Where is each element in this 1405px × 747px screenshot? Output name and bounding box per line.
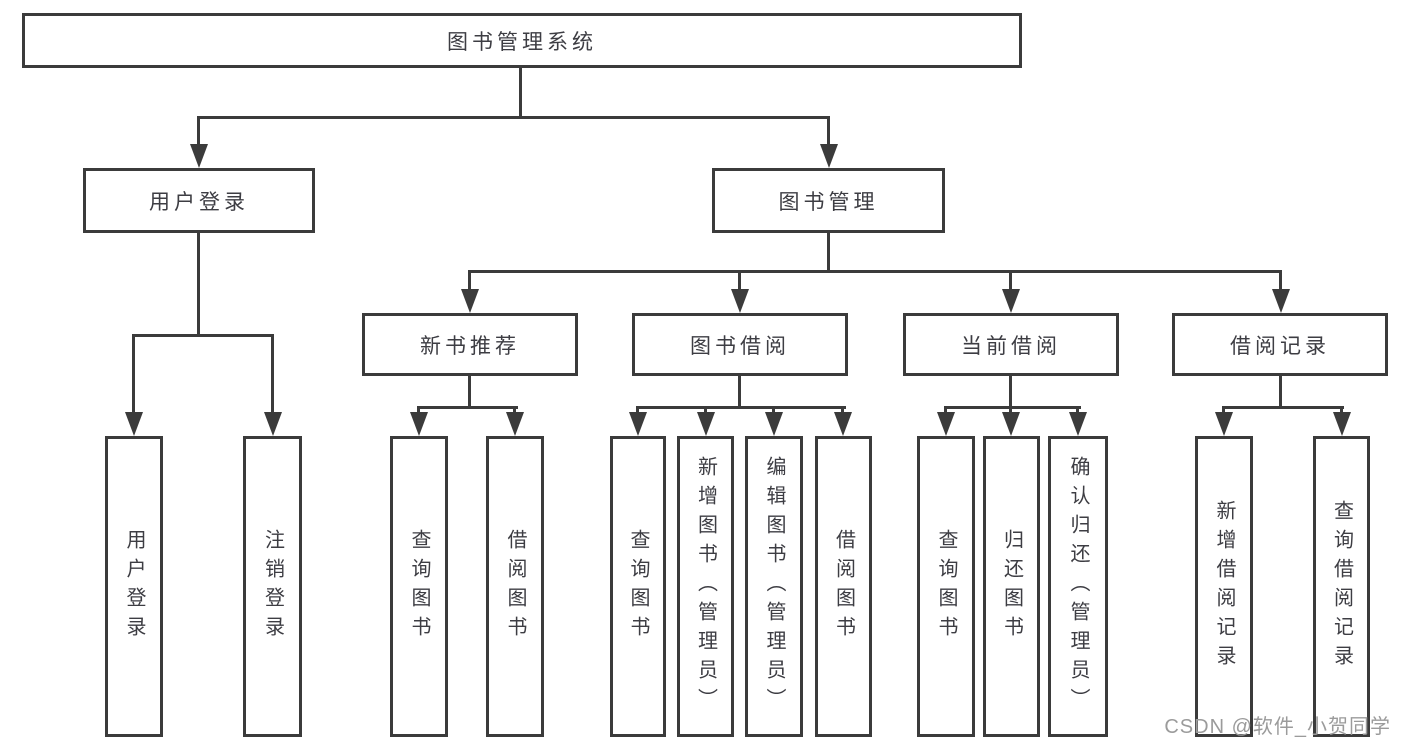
leaf-borrowing-add-books-admin: 新增图书（管理员） bbox=[677, 436, 734, 737]
arrowhead-down-icon bbox=[124, 337, 143, 436]
connector-hline bbox=[417, 406, 518, 409]
arrowhead-down-icon bbox=[696, 409, 715, 436]
leaf-records-search-record: 查询借阅记录 bbox=[1313, 436, 1370, 737]
node-current-borrowing: 当前借阅 bbox=[903, 313, 1119, 376]
arrowhead-down-icon bbox=[764, 409, 783, 436]
leaf-records-add-record: 新增借阅记录 bbox=[1195, 436, 1253, 737]
leaf-recommend-search-books: 查询图书 bbox=[390, 436, 448, 737]
node-book-borrowing: 图书借阅 bbox=[632, 313, 848, 376]
arrowhead-down-icon bbox=[1001, 409, 1020, 436]
node-user-login: 用户登录 bbox=[83, 168, 315, 233]
leaf-current-search-books: 查询图书 bbox=[917, 436, 975, 737]
node-borrowing-records: 借阅记录 bbox=[1172, 313, 1388, 376]
connector-vline bbox=[1009, 376, 1012, 409]
connector-vline bbox=[519, 66, 522, 119]
connector-vline bbox=[738, 376, 741, 409]
leaf-user-login: 用户登录 bbox=[105, 436, 163, 737]
connector-hline bbox=[944, 406, 1081, 409]
leaf-current-return-books: 归还图书 bbox=[983, 436, 1040, 737]
arrowhead-down-icon bbox=[1271, 273, 1290, 313]
arrowhead-down-icon bbox=[505, 409, 524, 436]
arrowhead-down-icon bbox=[628, 409, 647, 436]
arrowhead-down-icon bbox=[1214, 409, 1233, 436]
arrowhead-down-icon bbox=[1068, 409, 1087, 436]
leaf-borrowing-borrow-books: 借阅图书 bbox=[815, 436, 872, 737]
node-new-book-recommend: 新书推荐 bbox=[362, 313, 578, 376]
arrowhead-down-icon bbox=[833, 409, 852, 436]
connector-vline bbox=[197, 233, 200, 337]
node-library-system: 图书管理系统 bbox=[22, 13, 1022, 68]
arrowhead-down-icon bbox=[189, 119, 208, 168]
connector-vline bbox=[1279, 376, 1282, 409]
leaf-logout: 注销登录 bbox=[243, 436, 302, 737]
watermark: CSDN @软件_小贺同学 bbox=[1164, 716, 1391, 738]
arrowhead-down-icon bbox=[263, 337, 282, 436]
node-book-management: 图书管理 bbox=[712, 168, 945, 233]
leaf-current-confirm-return-admin: 确认归还（管理员） bbox=[1048, 436, 1108, 737]
leaf-recommend-borrow-books: 借阅图书 bbox=[486, 436, 544, 737]
leaf-borrowing-edit-books-admin: 编辑图书（管理员） bbox=[745, 436, 803, 737]
arrowhead-down-icon bbox=[936, 409, 955, 436]
arrowhead-down-icon bbox=[730, 273, 749, 313]
connector-hline bbox=[636, 406, 846, 409]
connector-hline bbox=[1222, 406, 1344, 409]
connector-vline bbox=[827, 233, 830, 273]
arrowhead-down-icon bbox=[460, 273, 479, 313]
connector-hline bbox=[197, 116, 830, 119]
arrowhead-down-icon bbox=[409, 409, 428, 436]
arrowhead-down-icon bbox=[1332, 409, 1351, 436]
connector-hline bbox=[468, 270, 1282, 273]
leaf-borrowing-search-books: 查询图书 bbox=[610, 436, 666, 737]
arrowhead-down-icon bbox=[1001, 273, 1020, 313]
arrowhead-down-icon bbox=[819, 119, 838, 168]
connector-vline bbox=[468, 376, 471, 409]
connector-hline bbox=[132, 334, 274, 337]
